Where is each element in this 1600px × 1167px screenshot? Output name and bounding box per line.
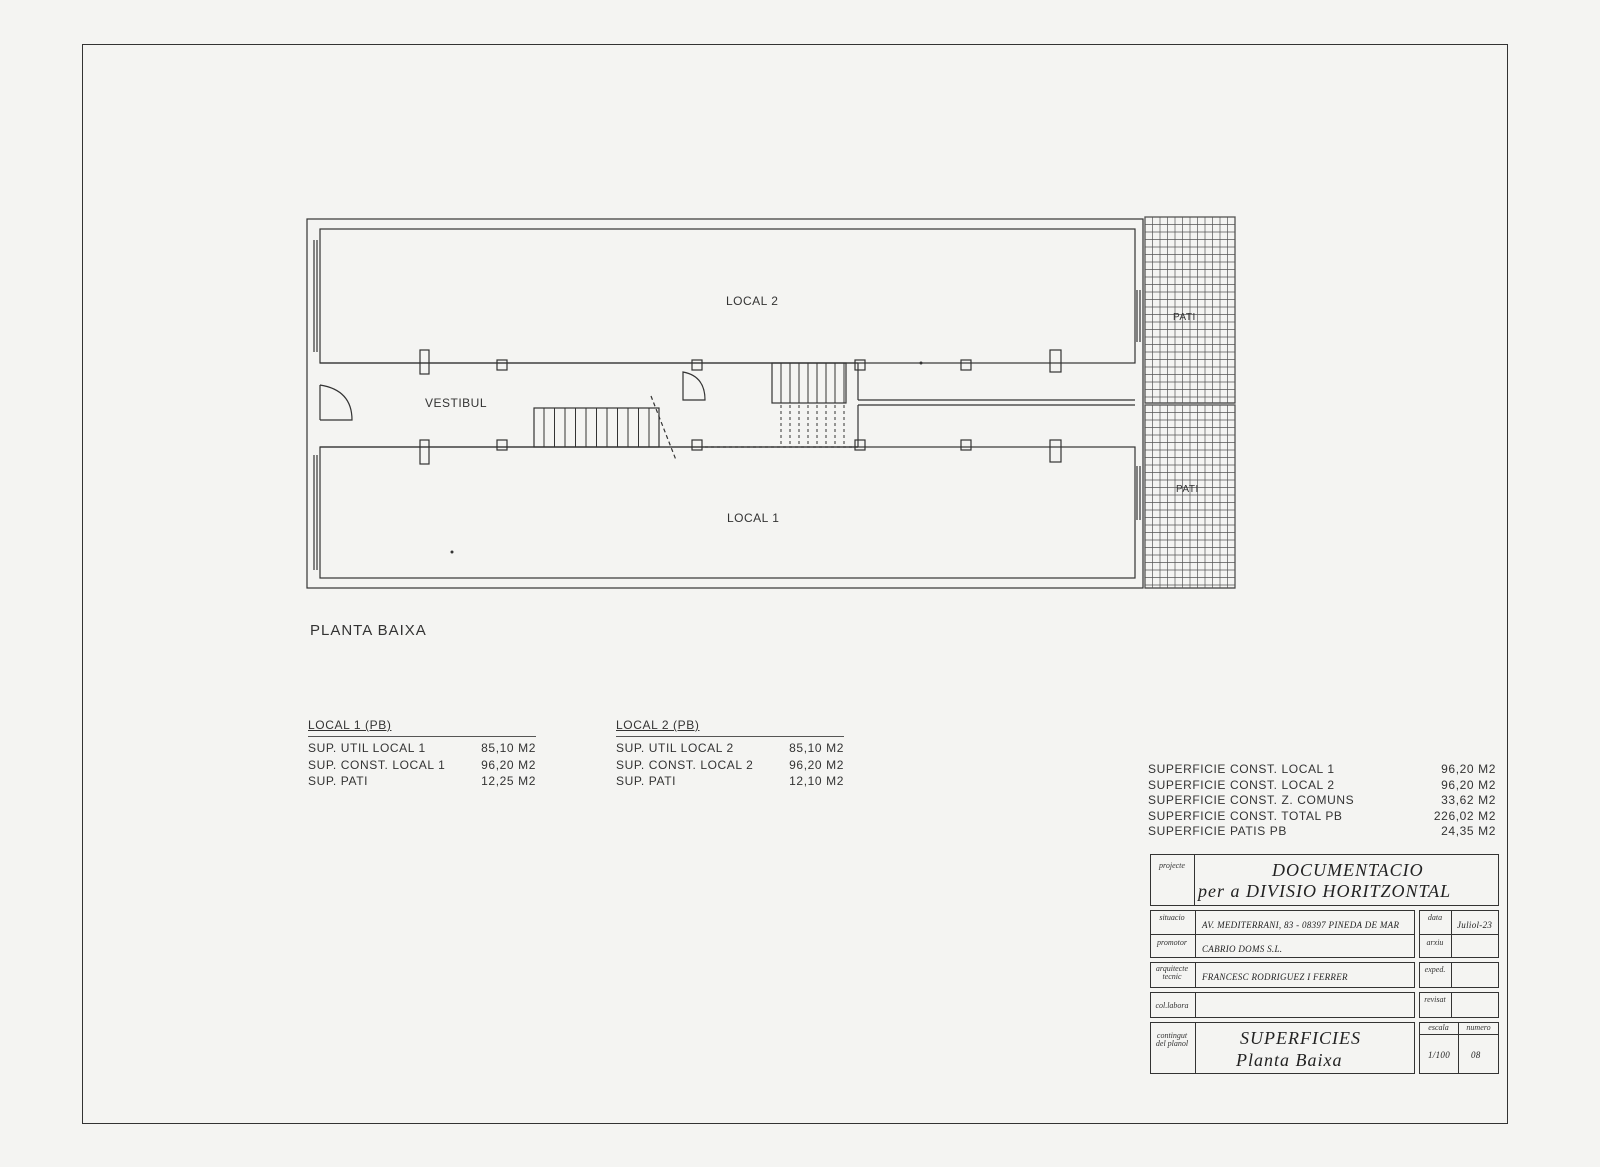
column [854, 359, 866, 371]
column [960, 359, 972, 371]
tb-data-label: data [1427, 913, 1443, 922]
inner-door [682, 371, 706, 401]
tb-numero-label: numero [1466, 1023, 1491, 1032]
plan-title: PLANTA BAIXA [310, 622, 427, 639]
tb-project-line2: per a DIVISIO HORITZONTAL [1198, 881, 1452, 901]
stair-flight-upper [771, 362, 847, 404]
tb-escala: 1/100 [1428, 1050, 1451, 1060]
title-block: projecte DOCUMENTACIO per a DIVISIO HORI… [1150, 854, 1499, 1074]
tb-exped-label: exped. [1424, 965, 1446, 974]
tb-promotor: CABRIO DOMS S.L. [1202, 944, 1283, 954]
tb-contingut-label: contingut del planol [1155, 1031, 1189, 1048]
tb-revisat-label: revisat [1424, 995, 1446, 1004]
column [691, 439, 703, 451]
tb-contingut-line2: Planta Baixa [1236, 1050, 1343, 1070]
tb-project-line1: DOCUMENTACIO [1272, 860, 1424, 880]
tb-promotor-label: promotor [1157, 938, 1187, 947]
column [496, 439, 508, 451]
column [854, 439, 866, 451]
building-outline [306, 218, 1144, 589]
room-label-pati-top: PATI [1173, 312, 1196, 323]
sheet-frame [82, 44, 1508, 1124]
tb-projecte-label: projecte [1159, 861, 1185, 870]
column [691, 359, 703, 371]
stair-cut-line [650, 395, 677, 461]
tb-numero: 08 [1471, 1050, 1481, 1060]
tb-arquitecte: FRANCESC RODRIGUEZ I FERRER [1202, 972, 1348, 982]
room-label-local1: LOCAL 1 [727, 511, 780, 525]
tb-col-label: col.labora [1155, 1001, 1189, 1010]
tb-situacio-label: situacio [1159, 913, 1185, 922]
column [419, 439, 430, 465]
room-label-vestibul: VESTIBUL [425, 396, 488, 410]
tb-arxiu-label: arxiu [1426, 938, 1444, 947]
column [419, 349, 430, 375]
tb-situacio: AV. MEDITERRANI, 83 - 08397 PINEDA DE MA… [1202, 920, 1400, 930]
column [960, 439, 972, 451]
tb-contingut-line1: SUPERFICIES [1240, 1028, 1361, 1048]
tb-arquitecte-label: arquitecte tecnic [1155, 964, 1189, 981]
tb-data: Juliol-23 [1457, 920, 1493, 930]
room-label-pati-bottom: PATI [1176, 484, 1199, 495]
column [1049, 349, 1062, 373]
local2-table-heading: LOCAL 2 (PB) [616, 718, 844, 737]
entry-door [319, 384, 353, 421]
column [1049, 439, 1062, 463]
tb-escala-label: escala [1428, 1023, 1449, 1032]
tb-projecte-cell [1150, 854, 1499, 906]
room-label-local2: LOCAL 2 [726, 294, 779, 308]
column [496, 359, 508, 371]
local1-table-heading: LOCAL 1 (PB) [308, 718, 536, 737]
